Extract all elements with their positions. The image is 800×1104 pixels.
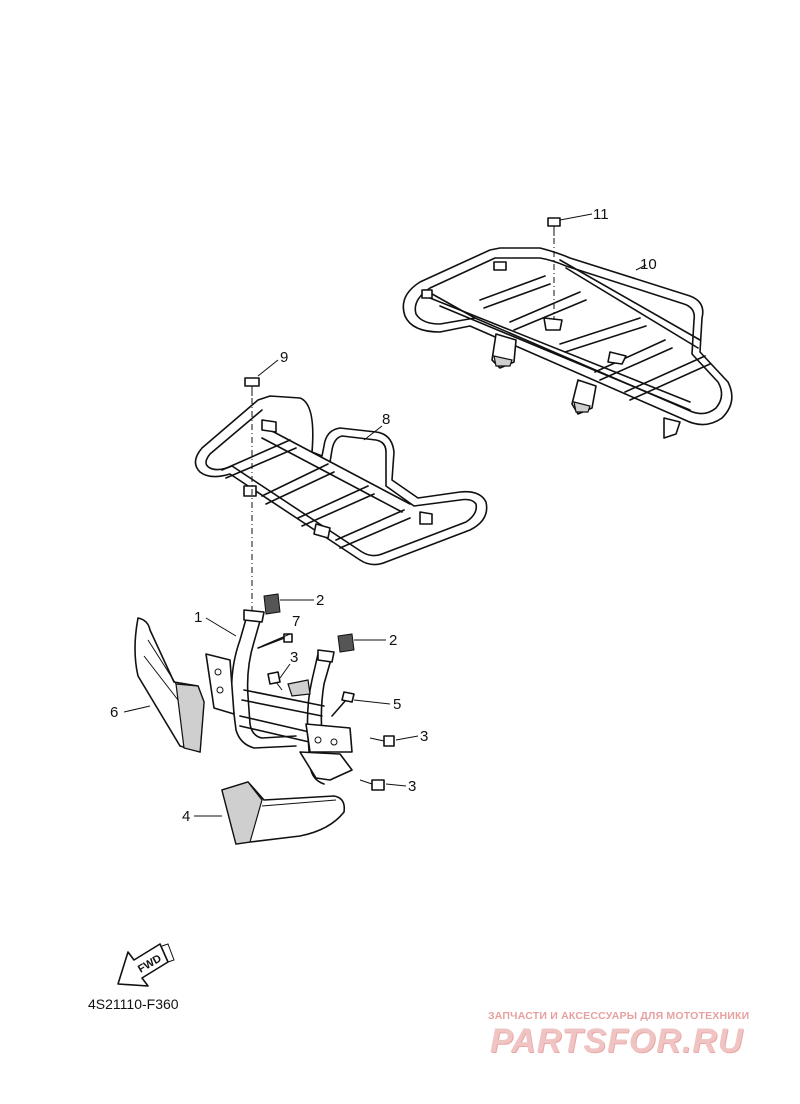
callout-5: 5 [393, 696, 401, 713]
callout-3c: 3 [408, 778, 416, 795]
callout-1: 1 [194, 609, 202, 626]
screw-5 [331, 691, 355, 717]
diagram-code: 4S21110-F360 [88, 996, 179, 1012]
callout-10: 10 [640, 256, 657, 273]
callout-3a: 3 [290, 649, 298, 666]
bolt-3c [359, 779, 385, 791]
front-protector-4 [221, 781, 346, 845]
bolt-11 [547, 217, 561, 320]
grommet-2a [263, 593, 281, 615]
rear-carrier-rack [402, 247, 733, 439]
leader-lines [123, 213, 647, 817]
callout-8: 8 [382, 411, 390, 428]
callout-9: 9 [280, 349, 288, 366]
bolt-3b [369, 735, 395, 747]
watermark-logo[interactable]: PARTSFOR.RU [490, 1022, 744, 1060]
callout-3b: 3 [420, 728, 428, 745]
callout-4: 4 [182, 808, 190, 825]
callout-11: 11 [593, 206, 609, 223]
callout-6: 6 [110, 704, 118, 721]
callout-2a: 2 [316, 592, 324, 609]
side-protector-6 [134, 617, 205, 753]
callout-2b: 2 [389, 632, 397, 649]
callout-7: 7 [292, 613, 300, 630]
front-carrier-rack [194, 395, 488, 566]
bolt-3a [267, 671, 283, 691]
forward-direction-arrow: FWD [117, 943, 175, 987]
watermark-caption: ЗАПЧАСТИ И АКСЕССУАРЫ ДЛЯ МОТОТЕХНИКИ [488, 1010, 750, 1022]
grommet-2b [337, 633, 355, 653]
front-guard-frame [205, 609, 353, 785]
bolt-9 [244, 377, 260, 612]
